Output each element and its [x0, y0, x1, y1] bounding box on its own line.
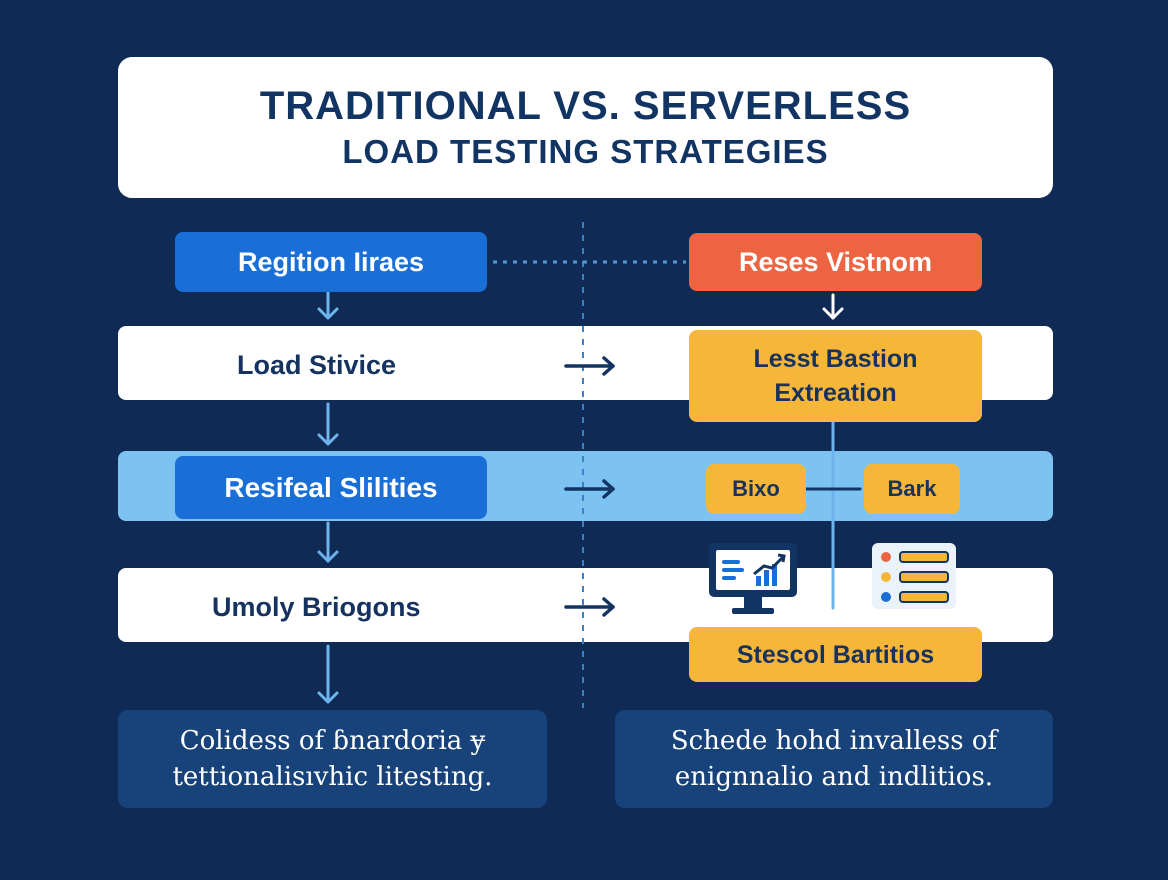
right-row-2-box-b: Bark	[864, 464, 960, 514]
right-stem	[804, 420, 862, 614]
right-row-3-box: Stescol Bartitios	[689, 627, 982, 682]
right-row-1-box: Lesst Bastion Extreation	[689, 330, 982, 422]
monitor-chart-icon	[709, 543, 797, 614]
left-note-line-1: Colidess of ɓnardoria ɏ	[179, 726, 486, 756]
left-row-3-label: Umoly Briogons	[212, 591, 421, 622]
checklist-icon	[872, 543, 956, 609]
title-line-2: LOAD TESTING STRATEGIES	[342, 132, 829, 170]
title-card: TRADITIONAL VS. SERVERLESS LOAD TESTING …	[118, 57, 1053, 198]
right-top-pill: Reses Vistnom	[689, 233, 982, 291]
left-arrows	[317, 290, 339, 704]
left-note: Colidess of ɓnardoria ɏ tettionalisıvhic…	[118, 710, 547, 808]
left-top-pill: Regition Iiraes	[175, 232, 487, 292]
horizontal-arrows	[564, 356, 615, 617]
left-note-line-2: tettionalisıvhic litesting.	[172, 762, 493, 792]
right-note-line-1: Schede hohd invalless of	[670, 726, 998, 756]
right-row-2-box-a: Bixo	[706, 464, 806, 514]
right-note-line-2: enignnalio and indlitios.	[674, 762, 994, 792]
right-note: Schede hohd invalless of enignnalio and …	[615, 710, 1053, 808]
left-row-2-pill: Resifeal Slilities	[175, 456, 487, 519]
right-row-1-line-2: Extreation	[774, 379, 897, 407]
right-row-1-line-1: Lesst Bastion	[753, 345, 918, 373]
right-top-arrow	[822, 293, 844, 320]
left-row-1-label: Load Stivice	[237, 349, 397, 380]
title-line-1: TRADITIONAL VS. SERVERLESS	[259, 83, 912, 128]
